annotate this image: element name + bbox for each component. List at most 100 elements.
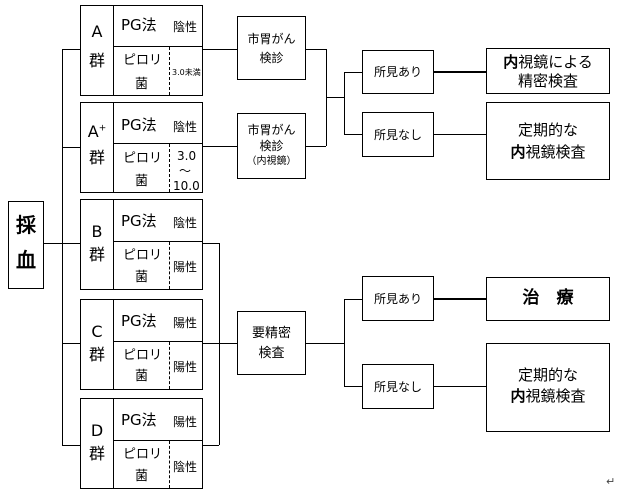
group-a-pg-label: PG法	[121, 16, 157, 34]
connector-detailed-right	[306, 343, 344, 344]
connector-finding-no-1	[344, 134, 362, 135]
connector-blood-spine	[44, 243, 62, 244]
group-b-box: B 群 PG法 陰性 ピロリ 菌 陽性	[80, 199, 203, 290]
outcome-periodic-1-bold: 内	[510, 143, 526, 161]
group-c-pg-result: 陽性	[173, 316, 198, 330]
group-d-hp-result: 陰性	[173, 460, 198, 474]
group-b-divider	[113, 200, 114, 289]
connector-group-d	[62, 445, 80, 446]
finding-no-label-2: 所見なし	[373, 380, 422, 394]
outcome-periodic-2-rest: 視鏡検査	[525, 387, 586, 405]
outcome-periodic-2-line1: 定期的な	[517, 366, 578, 384]
group-aplus-box: A+ 群 PG法 陰性 ピロリ 菌 3.0 ～ 10.0	[80, 102, 203, 193]
group-b-gun: 群	[88, 245, 105, 264]
outcome-treatment-box: 治 療	[486, 277, 610, 321]
connector-finding-yes-1	[344, 72, 362, 73]
group-aplus-pg-label: PG法	[121, 116, 157, 134]
group-spine	[62, 49, 63, 445]
screening-2-line1: 市胃がん	[247, 123, 296, 137]
outcome-periodic-2-line2: 内視鏡検査	[487, 389, 609, 404]
group-d-hp-line1: ピロリ	[123, 447, 163, 462]
finding-yes-box-2: 所見あり	[362, 276, 434, 321]
connector-screening1-right	[306, 49, 326, 50]
group-b-hp-line1: ピロリ	[123, 248, 163, 263]
group-a-dash	[169, 47, 170, 95]
group-c-gun: 群	[88, 345, 105, 364]
connector-bracket-detailed	[219, 343, 237, 344]
outcome-endoscopy-bold: 内	[503, 53, 519, 71]
connector-bracket-mid	[326, 97, 344, 98]
group-c-dash	[169, 342, 170, 389]
connector-group-c	[62, 343, 80, 344]
connector-d-bracket	[203, 445, 219, 446]
detailed-exam-line1: 要精密	[251, 326, 291, 341]
group-a-divider	[113, 6, 114, 95]
group-d-divider	[113, 399, 114, 488]
group-aplus-sup: +	[98, 123, 107, 134]
group-aplus-hp-line2: 菌	[135, 174, 149, 189]
group-aplus-hp-result-bot: 10.0	[173, 179, 200, 193]
finding-yes-box-1: 所見あり	[362, 50, 434, 94]
group-aplus-pg-result: 陰性	[173, 120, 198, 134]
group-d-gun: 群	[88, 444, 105, 463]
finding-no-box-2: 所見なし	[362, 364, 434, 409]
group-d-letter: D	[90, 421, 104, 440]
group-b-row-divider	[113, 241, 202, 242]
bracket-findings-1	[344, 72, 345, 134]
blood-draw-line1: 採	[16, 213, 36, 237]
connector-finding-yes-2	[344, 299, 362, 300]
connector-group-b	[62, 243, 80, 244]
outcome-periodic-1-line1: 定期的な	[517, 121, 578, 139]
group-aplus-gun: 群	[88, 148, 105, 167]
finding-no-label-1: 所見なし	[373, 128, 422, 142]
connector-b-bracket	[203, 243, 219, 244]
group-c-letter: C	[91, 322, 103, 341]
group-a-letter: A	[91, 22, 103, 41]
screening-box-1: 市胃がん 検診	[237, 16, 306, 80]
bracket-findings-2	[344, 299, 345, 386]
connector-screening2-right	[306, 146, 326, 147]
outcome-endoscopy-line1: 内視鏡による	[487, 55, 609, 70]
group-d-pg-result: 陽性	[173, 415, 198, 429]
connector-a-screening	[203, 49, 237, 50]
outcome-periodic-box-2: 定期的な 内視鏡検査	[486, 343, 610, 432]
group-d-row-divider	[113, 440, 202, 441]
outcome-endoscopy-rest: 視鏡による	[518, 53, 593, 71]
screening-2-line3: （内視鏡）	[246, 156, 297, 167]
group-b-hp-line2: 菌	[135, 270, 149, 285]
paragraph-end-mark: ↵	[606, 475, 616, 488]
outcome-periodic-1-line2: 内視鏡検査	[487, 145, 609, 160]
connector-c-bracket	[203, 343, 219, 344]
finding-no-box-1: 所見なし	[362, 112, 434, 157]
group-b-pg-result: 陰性	[173, 216, 198, 230]
connector-outcome-endoscopy	[434, 71, 486, 73]
finding-yes-label-1: 所見あり	[373, 65, 422, 79]
group-c-row-divider	[113, 341, 202, 342]
connector-aplus-screening	[203, 146, 237, 147]
group-a-box: A 群 PG法 陰性 ピロリ 菌 3.0未満	[80, 5, 203, 96]
outcome-endoscopy-line2: 精密検査	[517, 72, 578, 90]
blood-draw-line2: 血	[16, 248, 36, 272]
group-aplus-hp-result-mid: ～	[179, 164, 192, 178]
outcome-endoscopy-box: 内視鏡による 精密検査	[486, 48, 610, 94]
bracket-bcd	[219, 243, 220, 445]
group-b-dash	[169, 242, 170, 289]
outcome-treatment-label: 治 療	[522, 288, 574, 308]
connector-outcome-periodic-1	[434, 134, 486, 135]
group-c-divider	[113, 300, 114, 389]
connector-outcome-periodic-2	[434, 386, 486, 387]
screening-1-line2: 検診	[259, 51, 284, 65]
group-a-pg-result: 陰性	[173, 20, 198, 34]
group-a-gun: 群	[88, 51, 105, 70]
group-d-pg-label: PG法	[121, 411, 157, 429]
detailed-exam-box: 要精密 検査	[237, 311, 306, 375]
group-d-box: D 群 PG法 陽性 ピロリ 菌 陰性	[80, 398, 203, 489]
detailed-exam-line2: 検査	[258, 346, 285, 361]
group-c-hp-line2: 菌	[135, 369, 149, 384]
group-c-pg-label: PG法	[121, 312, 157, 330]
screening-box-2: 市胃がん 検診 （内視鏡）	[237, 113, 306, 179]
group-aplus-hp-result-top: 3.0	[177, 149, 197, 163]
group-a-row-divider	[113, 46, 202, 47]
group-a-hp-line1: ピロリ	[123, 53, 163, 68]
group-d-hp-line2: 菌	[135, 469, 149, 484]
